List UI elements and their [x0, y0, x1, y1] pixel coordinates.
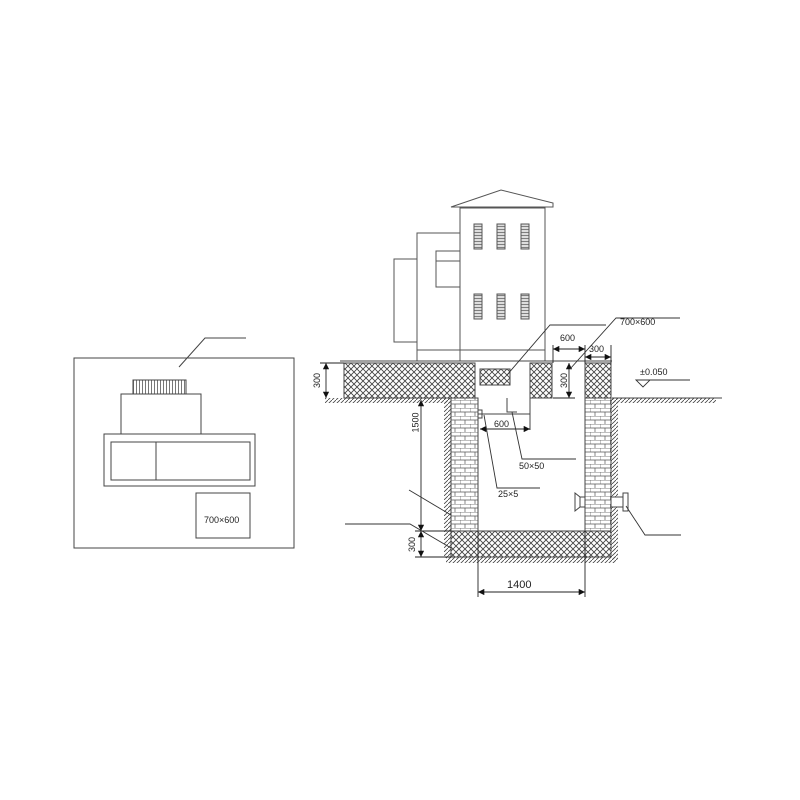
brick-wall-right — [584, 397, 612, 532]
side-annex-box — [393, 258, 418, 343]
ground-hatch — [612, 398, 716, 403]
dim-bottom-slab-300: 300 — [407, 536, 418, 553]
dim-wall-300: 300 — [589, 344, 605, 354]
earth-hatch — [444, 398, 451, 558]
dim-opening-width-600: 600 — [560, 333, 576, 343]
plan-opening-label: 700×600 — [204, 515, 240, 525]
top-slab-left — [343, 362, 476, 399]
bottom-earth-hatch — [446, 557, 616, 563]
roof — [450, 189, 554, 208]
louver-vent — [496, 293, 506, 320]
brick-wall-left — [450, 397, 479, 532]
earth-hatch — [325, 398, 450, 403]
steel-bracket — [477, 398, 531, 430]
substation-building — [393, 189, 554, 362]
elevation-label: ±0.050 — [640, 367, 668, 377]
angle-steel-label: 50×50 — [519, 461, 545, 471]
louver-vent — [473, 293, 483, 320]
dim-pit-depth-1500: 1500 — [410, 412, 421, 433]
top-slab-mid — [529, 362, 553, 399]
plan-base-frame — [103, 433, 256, 487]
wall-anchor — [477, 409, 483, 419]
louver-vent — [520, 293, 530, 320]
plan-fin-radiator — [132, 379, 187, 395]
cable-opening-cover — [479, 368, 511, 386]
dim-pit-width-1400: 1400 — [507, 579, 532, 591]
plan-transformer-body — [120, 393, 202, 435]
angle-steel-icon — [506, 398, 517, 413]
flat-steel-label: 25×5 — [498, 489, 519, 499]
top-slab — [340, 360, 612, 399]
opening-size-label: 700×600 — [620, 317, 656, 327]
plan-view — [73, 337, 295, 549]
dim-bracket-600: 600 — [494, 419, 510, 429]
earth-hatch — [610, 398, 618, 560]
bottom-slab — [450, 530, 612, 558]
plan-opening-box — [195, 492, 251, 539]
dim-top-slab-300: 300 — [312, 372, 323, 389]
leader-lines — [345, 317, 681, 549]
dimensions — [320, 345, 612, 597]
plan-outline — [73, 357, 295, 549]
plan-inner-frame — [110, 441, 251, 481]
plan-leader-line — [178, 337, 246, 368]
dim-opening-depth-300: 300 — [559, 372, 570, 389]
left-wing-window — [435, 250, 461, 288]
elevation-marker — [634, 379, 690, 388]
louver-vent — [520, 223, 530, 250]
pipe-sleeve — [574, 491, 629, 513]
top-slab-right — [584, 362, 612, 399]
louver-vent — [473, 223, 483, 250]
louver-vent — [496, 223, 506, 250]
